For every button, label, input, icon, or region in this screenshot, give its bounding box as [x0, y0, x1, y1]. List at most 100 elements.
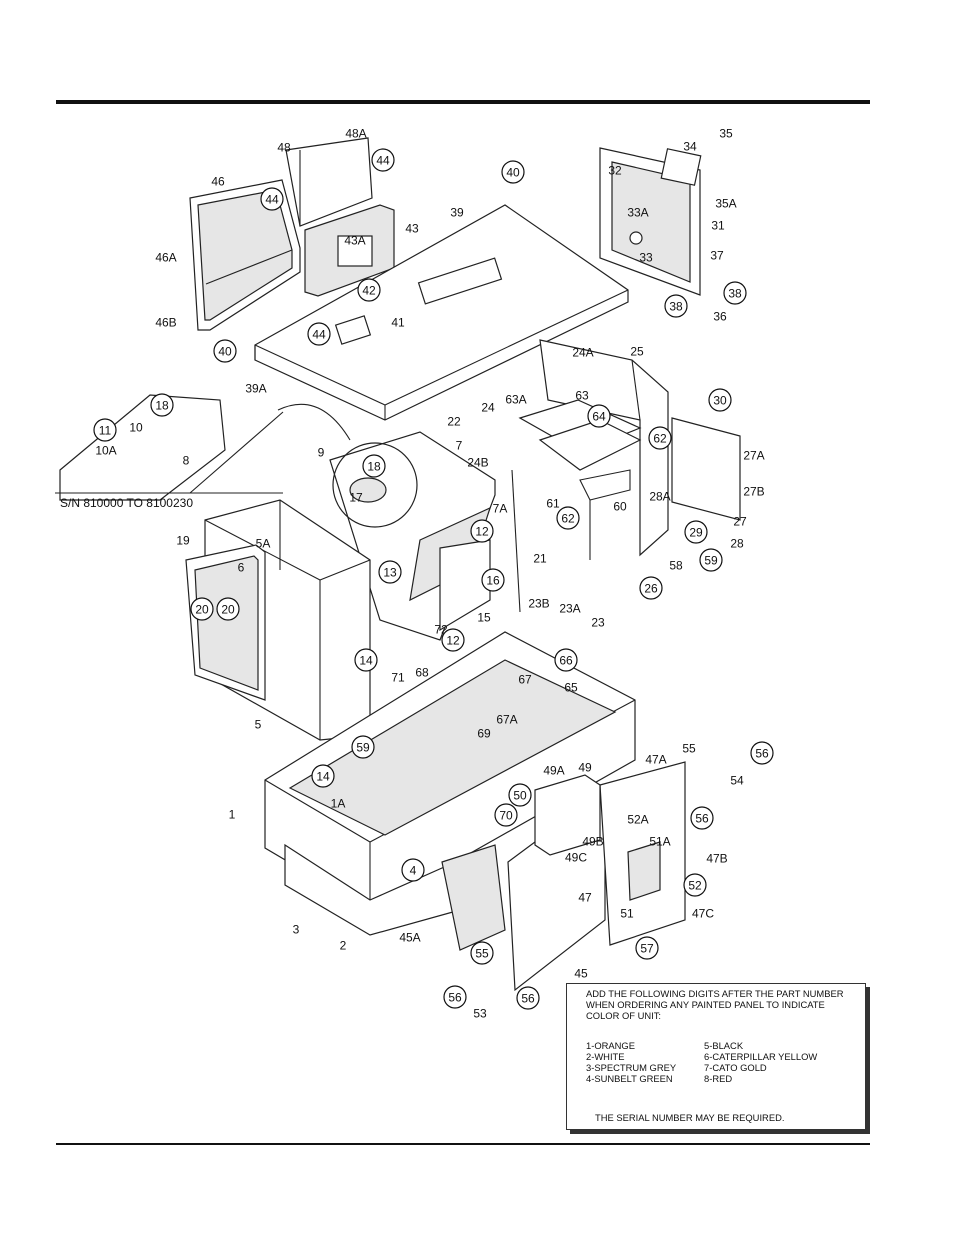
callout-17: 17 — [349, 491, 363, 505]
callout-20: 20 — [216, 597, 240, 621]
callout-24: 24 — [481, 401, 495, 415]
callout-label: 48 — [277, 141, 291, 155]
callout-circle — [307, 322, 331, 346]
shelf-63-lower — [538, 419, 642, 471]
callout-label: 35A — [715, 197, 736, 211]
color-code: 6-CATERPILLAR YELLOW — [704, 1051, 818, 1062]
callout-label: 62 — [653, 432, 667, 446]
callout-44: 44 — [371, 148, 395, 172]
callout-34: 34 — [683, 140, 697, 154]
callout-label: 46A — [155, 251, 176, 265]
callout-label: 25 — [630, 345, 644, 359]
callout-label: 1A — [331, 797, 346, 811]
callout-59: 59 — [699, 548, 723, 572]
callout-label: 55 — [475, 947, 489, 961]
callout-label: 71 — [391, 671, 405, 685]
callout-55: 55 — [470, 941, 494, 965]
callout-26: 26 — [639, 576, 663, 600]
callout-47a: 47A — [645, 753, 666, 767]
callout-40: 40 — [501, 160, 525, 184]
callout-label: 12 — [446, 634, 460, 648]
callout-label: 23A — [559, 602, 580, 616]
callout-3: 3 — [293, 923, 300, 937]
callout-62: 62 — [556, 506, 580, 530]
callout-label: 32 — [608, 164, 622, 178]
door-47-window — [627, 841, 661, 901]
callout-27b: 27B — [743, 485, 764, 499]
callout-56: 56 — [750, 741, 774, 765]
callout-44: 44 — [260, 187, 284, 211]
callout-label: 49B — [582, 835, 603, 849]
callout-circle — [150, 393, 174, 417]
callout-22: 22 — [447, 415, 461, 429]
front-panel-19-inner — [194, 555, 259, 691]
callout-25: 25 — [630, 345, 644, 359]
callout-60: 60 — [613, 500, 627, 514]
callout-label: 19 — [176, 534, 190, 548]
callout-label: 40 — [218, 345, 232, 359]
box-49 — [534, 774, 601, 856]
callout-68: 68 — [415, 666, 429, 680]
callout-circle — [508, 783, 532, 807]
callout-label: 45A — [399, 931, 420, 945]
callout-66: 66 — [554, 648, 578, 672]
callout-33a: 33A — [627, 206, 648, 220]
callout-circle — [723, 281, 747, 305]
callout-label: 7 — [456, 439, 463, 453]
callout-45: 45 — [574, 967, 588, 981]
callout-65: 65 — [564, 681, 578, 695]
callout-49b: 49B — [582, 835, 603, 849]
callout-56: 56 — [690, 806, 714, 830]
callout-38: 38 — [723, 281, 747, 305]
color-code: 5-BLACK — [704, 1040, 744, 1051]
callout-label: 36 — [713, 310, 727, 324]
side-plate-16 — [439, 539, 491, 632]
callout-46a: 46A — [155, 251, 176, 265]
callout-52: 52 — [683, 873, 707, 897]
paint-color-note: ADD THE FOLLOWING DIGITS AFTER THE PART … — [566, 983, 866, 1130]
callout-56: 56 — [516, 986, 540, 1010]
callout-circle — [371, 148, 395, 172]
callout-circle — [441, 628, 465, 652]
callout-label: 1 — [229, 808, 236, 822]
callout-circle — [93, 418, 117, 442]
inset-serial-label: S/N 810000 TO 8100230 — [60, 496, 193, 510]
callout-label: 46 — [211, 175, 225, 189]
callout-label: 31 — [711, 219, 725, 233]
callout-label: 56 — [695, 812, 709, 826]
callout-18: 18 — [150, 393, 174, 417]
callout-52a: 52A — [627, 813, 648, 827]
callout-circle — [699, 548, 723, 572]
callout-label: 67A — [496, 713, 517, 727]
callout-21: 21 — [533, 552, 547, 566]
callout-label: 47C — [692, 907, 714, 921]
callout-label: 24 — [481, 401, 495, 415]
callout-label: 67 — [518, 673, 532, 687]
callout-label: 33 — [639, 251, 653, 265]
callout-label: 40 — [506, 166, 520, 180]
callout-label: 63 — [575, 389, 589, 403]
callout-42: 42 — [357, 278, 381, 302]
callout-51a: 51A — [649, 835, 670, 849]
callout-label: 20 — [221, 603, 235, 617]
knob-33 — [629, 231, 643, 245]
callout-label: 22 — [447, 415, 461, 429]
callout-51: 51 — [620, 907, 634, 921]
callout-circle — [354, 648, 378, 672]
callout-label: 23B — [528, 597, 549, 611]
callout-label: 56 — [755, 747, 769, 761]
color-code: 7-CATO GOLD — [704, 1062, 767, 1073]
callout-71: 71 — [391, 671, 405, 685]
callout-label: 9 — [318, 446, 325, 460]
callout-label: 27 — [733, 515, 747, 529]
callout-48a: 48A — [345, 127, 366, 141]
callout-47c: 47C — [692, 907, 714, 921]
color-code: 4-SUNBELT GREEN — [586, 1073, 673, 1084]
callout-18: 18 — [362, 454, 386, 478]
callout-label: 13 — [383, 566, 397, 580]
callout-label: 39 — [450, 206, 464, 220]
callout-label: 38 — [728, 287, 742, 301]
callout-circle — [639, 576, 663, 600]
callout-label: 53 — [473, 1007, 487, 1021]
base-frame-inner — [288, 659, 617, 836]
